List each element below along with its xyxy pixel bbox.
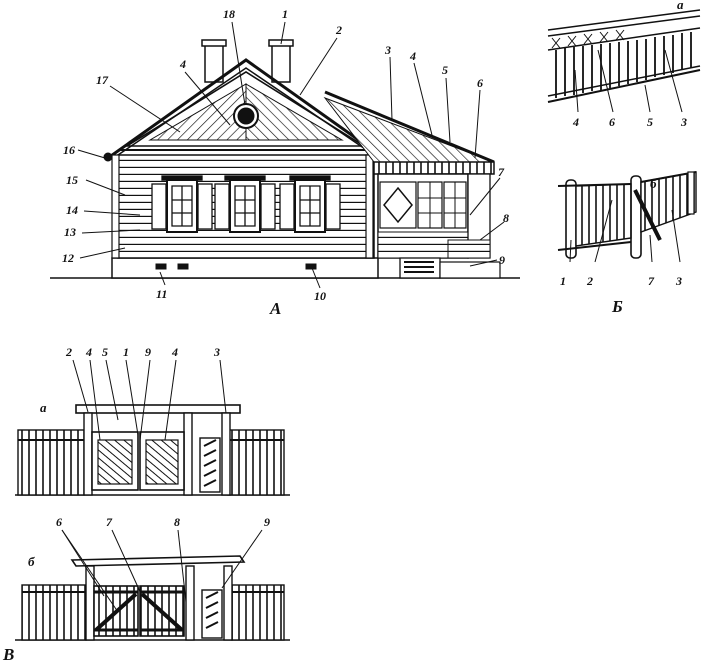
callout-17: 17 bbox=[96, 73, 109, 87]
house-drawing bbox=[50, 39, 520, 279]
callout-14: 14 bbox=[66, 203, 78, 217]
callout-v-b-7: 7 bbox=[106, 515, 113, 529]
gate-a-lines bbox=[72, 359, 227, 441]
callout-v-a-3: 3 bbox=[213, 345, 220, 359]
fence-gate-lines bbox=[569, 199, 681, 263]
callout-v-a-2: 2 bbox=[65, 345, 72, 359]
callout-b-a-3: 3 bbox=[680, 115, 687, 129]
panel-label-a: А bbox=[269, 299, 281, 318]
callout-v-a-5: 5 bbox=[102, 345, 108, 359]
callout-b-b-1: 1 bbox=[560, 274, 566, 288]
callout-v-b-6: 6 bbox=[56, 515, 62, 529]
gate-b-lines bbox=[61, 529, 263, 613]
fence-gate-drawing bbox=[557, 171, 697, 259]
house-callout-lines bbox=[77, 21, 505, 289]
callout-v-b-8: 8 bbox=[174, 515, 180, 529]
callout-5: 5 bbox=[442, 63, 448, 77]
fence-top-lines bbox=[574, 49, 683, 113]
callout-v-a-4: 4 bbox=[85, 345, 92, 359]
callout-8: 8 bbox=[503, 211, 509, 225]
callout-3: 3 bbox=[384, 43, 391, 57]
callout-1: 1 bbox=[282, 7, 288, 21]
panel-label-b: Б bbox=[611, 297, 623, 316]
sublabel-v-a: а bbox=[40, 400, 47, 415]
callout-v-a-4b: 4 bbox=[171, 345, 178, 359]
callout-11: 11 bbox=[156, 287, 167, 301]
callout-v-a-1: 1 bbox=[123, 345, 129, 359]
callout-12: 12 bbox=[62, 251, 74, 265]
fence-top-numbers: 4 6 5 3 bbox=[572, 115, 687, 129]
callout-v-a-9: 9 bbox=[145, 345, 151, 359]
callout-b-b-7: 7 bbox=[648, 274, 655, 288]
callout-13: 13 bbox=[64, 225, 76, 239]
gate-a-numbers: 2 4 5 1 9 4 3 bbox=[65, 345, 220, 359]
callout-b-a-4: 4 bbox=[572, 115, 579, 129]
sublabel-b-b: б bbox=[650, 176, 657, 191]
fence-gate-numbers: 1 2 7 3 bbox=[560, 274, 682, 288]
callout-b-a-5: 5 bbox=[647, 115, 653, 129]
callout-4-left: 4 bbox=[179, 57, 186, 71]
callout-v-b-9: 9 bbox=[264, 515, 270, 529]
callout-b-b-2: 2 bbox=[586, 274, 593, 288]
gate-b-numbers: 6 7 8 9 bbox=[56, 515, 270, 529]
callout-4-right: 4 bbox=[409, 49, 416, 63]
callout-9: 9 bbox=[499, 253, 505, 267]
callout-7: 7 bbox=[498, 165, 505, 179]
callout-b-a-6: 6 bbox=[609, 115, 615, 129]
house-callout-numbers: 1 2 3 4 4 5 6 7 8 9 10 11 12 13 14 15 16… bbox=[62, 7, 509, 303]
callout-18: 18 bbox=[223, 7, 235, 21]
callout-10: 10 bbox=[314, 289, 326, 303]
sublabel-b-a: а bbox=[677, 0, 684, 12]
panel-label-v: В bbox=[2, 645, 14, 664]
callout-2: 2 bbox=[335, 23, 342, 37]
callout-6: 6 bbox=[477, 76, 483, 90]
fence-top-drawing bbox=[547, 9, 701, 103]
callout-b-b-3: 3 bbox=[675, 274, 682, 288]
callout-15: 15 bbox=[66, 173, 78, 187]
sublabel-v-b: б bbox=[28, 554, 35, 569]
callout-16: 16 bbox=[63, 143, 75, 157]
gate-b-drawing bbox=[15, 555, 290, 641]
gate-a-drawing bbox=[15, 404, 290, 496]
